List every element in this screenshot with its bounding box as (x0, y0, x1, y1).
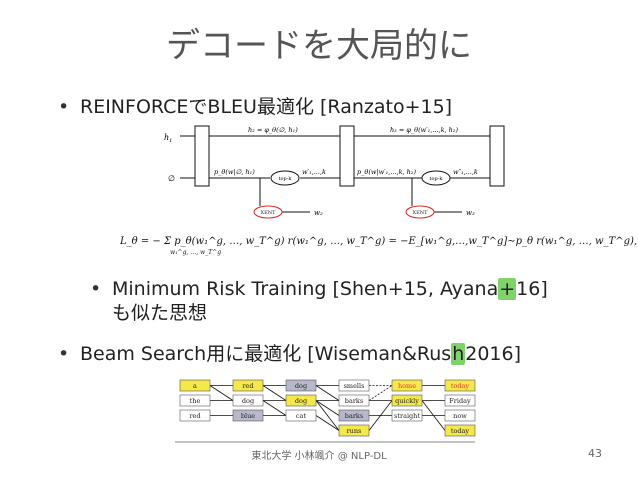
xent-node-2 (405, 205, 435, 219)
beam-edge (368, 400, 393, 431)
beam-edge (315, 385, 340, 401)
beam-node-box (285, 394, 317, 407)
bullet-marker: • (58, 343, 70, 365)
beam-node-box (338, 409, 370, 422)
bullet-text-tail: 16] (516, 278, 548, 300)
beam-node-box (232, 394, 264, 407)
beam-node-word: smells (344, 382, 365, 390)
beam-edge (315, 400, 340, 431)
rnn-cell-3 (489, 125, 505, 187)
beam-node-word: a (193, 382, 197, 390)
beam-node-box (179, 379, 211, 392)
footer: 東北大学 小林颯介 @ NLP-DL (251, 451, 387, 462)
beam-node-word: today (451, 382, 470, 390)
equation-sum-subscript: w₁^g, …, w_T^g (170, 249, 222, 256)
beam-node-box (391, 379, 423, 392)
beam-node-box (285, 409, 317, 422)
beam-node-box (391, 394, 423, 407)
beam-node-word: blue (241, 412, 255, 420)
beam-node-word: dog (295, 382, 307, 390)
h1-label: h1 (164, 133, 172, 144)
beam-node-box (285, 379, 317, 392)
bullet-marker: • (90, 278, 102, 300)
h2-label: h₂ = φ_θ(∅, h₁) (248, 126, 298, 134)
w2-target-label: w₂ (314, 209, 323, 217)
beam-node-word: quickly (395, 397, 419, 405)
bullet-text: Minimum Risk Training [Shen+15, Ayana (112, 278, 499, 300)
highlight-mark: h (451, 343, 466, 365)
beam-node-box (179, 394, 211, 407)
beam-node-word: red (242, 382, 253, 390)
page-number: 43 (588, 447, 602, 460)
beam-node-word: barks (345, 397, 363, 405)
h3-label: h₃ = φ_θ(w′₁,...,k, h₂) (390, 126, 458, 134)
beam-node-word: cat (296, 412, 307, 420)
beam-node-box (444, 379, 476, 392)
w1-prime-label: w′₁,...,k (302, 168, 326, 176)
p2-label: p_θ(w|w′₁,...,k, h₂) (357, 168, 416, 176)
bullet-text: Beam Search用に最適化 [Wiseman&Rus (80, 343, 452, 365)
beam-node-box (391, 409, 423, 422)
topk-node-1 (270, 170, 300, 186)
topk-label-1: top-k (279, 176, 293, 182)
beam-edge (368, 385, 393, 401)
beam-node-word: dog (242, 397, 254, 405)
beam-edge (421, 400, 446, 431)
topk-label-2: top-k (430, 176, 444, 182)
empty-set-label: ∅ (168, 174, 175, 183)
xent-label-1: XENT (261, 210, 277, 216)
beam-node-word: barks (345, 412, 363, 420)
beam-node-word: dog (295, 397, 307, 405)
topk-node-2 (421, 170, 451, 186)
beam-edge (209, 385, 234, 401)
beam-node-box (338, 379, 370, 392)
bullet-text: REINFORCEでBLEU最適化 [Ranzato+15] (80, 96, 453, 118)
beam-node-word: runs (347, 427, 362, 435)
highlight-mark: + (498, 278, 517, 300)
beam-node-box (444, 424, 476, 437)
bullet-marker: • (58, 96, 70, 118)
rnn-figure: top-k top-k XENT XENT h1 ∅ h₂ = φ_θ(∅, h… (164, 125, 505, 219)
xent-node-1 (253, 205, 283, 219)
bullet-reinforce: • REINFORCEでBLEU最適化 [Ranzato+15] (58, 95, 452, 119)
bullet-text-tail: 2016] (465, 343, 522, 365)
p1-label: p_θ(w|∅, h₁) (214, 168, 255, 176)
beam-search-figure: a the red red dog blue dog dog cat smells barks bar… (175, 379, 476, 443)
mrt-equation: L_θ = − Σ p_θ(w₁^g, …, w_T^g) r(w₁^g, …,… (120, 236, 637, 256)
beam-node-box (338, 424, 370, 437)
beam-node-box (444, 394, 476, 407)
beam-edge (262, 400, 287, 416)
beam-node-box (444, 409, 476, 422)
bullet-mrt: • Minimum Risk Training [Shen+15, Ayana+1… (90, 277, 610, 325)
beam-node-word: today (451, 427, 470, 435)
beam-node-word: now (453, 412, 467, 420)
rnn-cell-1 (194, 125, 210, 187)
beam-node-word: the (190, 397, 201, 405)
w3-target-label: w₃ (466, 209, 475, 217)
beam-node-box (232, 409, 264, 422)
beam-edge (315, 415, 340, 431)
bullet-beam-search: • Beam Search用に最適化 [Wiseman&Rush2016] (58, 342, 521, 366)
beam-node-word: red (189, 412, 200, 420)
slide-title: デコードを大局的に (166, 26, 472, 66)
equation-main: L_θ = − Σ p_θ(w₁^g, …, w_T^g) r(w₁^g, …,… (120, 236, 638, 247)
beam-node-box (232, 379, 264, 392)
beam-node-word: straight (394, 412, 420, 420)
xent-label-2: XENT (413, 210, 429, 216)
beam-node-box (338, 394, 370, 407)
w2-prime-label: w″₁,...,k (453, 168, 478, 176)
beam-node-box (179, 409, 211, 422)
rnn-cell-2 (339, 125, 355, 187)
beam-edge (315, 400, 340, 416)
beam-node-word: home (398, 382, 416, 390)
beam-node-word: Friday (449, 397, 471, 405)
bullet-text-line2: も似た思想 (112, 302, 208, 324)
beam-edge (262, 385, 287, 401)
